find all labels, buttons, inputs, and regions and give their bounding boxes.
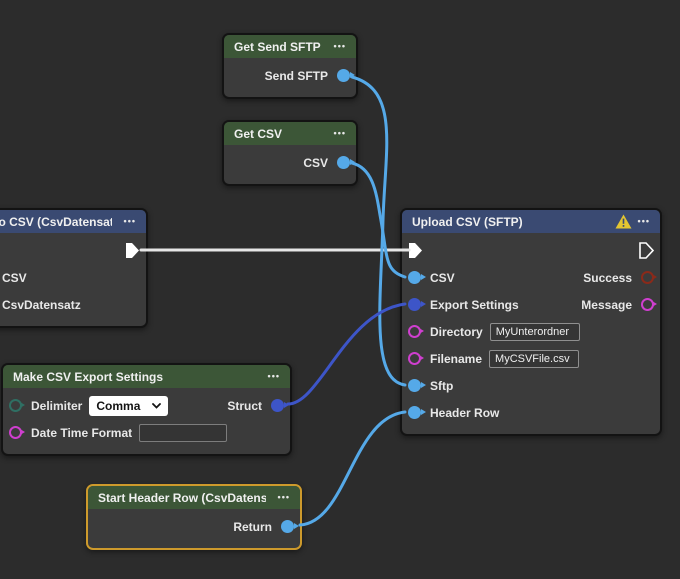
input-port-csv[interactable] xyxy=(408,271,426,284)
node-title: Make CSV Export Settings xyxy=(13,369,164,384)
node-header[interactable]: Make CSV Export Settings ••• xyxy=(3,365,290,388)
port-label: Struct xyxy=(227,398,262,413)
delimiter-select[interactable]: Comma xyxy=(89,395,169,416)
node-title: To CSV (CsvDatensatz) xyxy=(0,214,112,229)
date-time-format-input[interactable] xyxy=(139,423,228,442)
output-port-return[interactable] xyxy=(281,520,299,533)
menu-dots-icon[interactable]: ••• xyxy=(637,216,650,226)
directory-input[interactable] xyxy=(489,322,580,341)
exec-out-pin[interactable] xyxy=(639,242,654,259)
menu-dots-icon[interactable]: ••• xyxy=(333,41,346,51)
menu-dots-icon[interactable]: ••• xyxy=(123,216,136,226)
port-label: CsvDatensatz xyxy=(2,297,81,312)
port-label: Sftp xyxy=(430,378,454,393)
port-label: Return xyxy=(233,519,272,534)
delimiter-selected-value: Comma xyxy=(96,398,141,413)
node-get-csv[interactable]: Get CSV ••• CSV xyxy=(222,120,358,186)
node-get-send-sftp[interactable]: Get Send SFTP ••• Send SFTP xyxy=(222,33,358,99)
wire-struct-to-exportsettings xyxy=(286,302,407,406)
node-to-csv[interactable]: To CSV (CsvDatensatz) ••• CSV CsvDatensa… xyxy=(0,208,148,328)
input-port-filename[interactable] xyxy=(408,352,424,365)
input-port-sftp[interactable] xyxy=(408,379,426,392)
warning-icon[interactable] xyxy=(615,214,632,229)
node-title: Upload CSV (SFTP) xyxy=(412,214,523,229)
node-make-csv-export-settings[interactable]: Make CSV Export Settings ••• Delimiter C… xyxy=(1,363,292,456)
filename-input[interactable] xyxy=(489,349,580,368)
menu-dots-icon[interactable]: ••• xyxy=(277,492,290,502)
port-label: Delimiter xyxy=(31,398,83,413)
port-label: Export Settings xyxy=(430,297,519,312)
port-label: Date Time Format xyxy=(31,425,133,440)
port-label: Header Row xyxy=(430,405,500,420)
port-label: CSV xyxy=(430,270,455,285)
node-header[interactable]: To CSV (CsvDatensatz) ••• xyxy=(0,210,146,233)
output-port-send-sftp[interactable] xyxy=(337,69,355,82)
exec-out-pin[interactable] xyxy=(125,242,140,259)
input-port-date-time-format[interactable] xyxy=(9,426,25,439)
port-label: Success xyxy=(583,270,632,285)
node-title: Start Header Row (CsvDatensatz) xyxy=(98,490,266,505)
input-port-export-settings[interactable] xyxy=(408,298,426,311)
node-title: Get CSV xyxy=(234,126,283,141)
chevron-down-icon xyxy=(152,402,162,409)
wire-return-to-headerrow xyxy=(298,410,407,527)
port-label: Send SFTP xyxy=(264,68,328,83)
port-label: CSV xyxy=(303,155,328,170)
node-upload-csv-sftp[interactable]: Upload CSV (SFTP) ••• xyxy=(400,208,662,436)
output-port-struct[interactable] xyxy=(271,399,289,412)
menu-dots-icon[interactable]: ••• xyxy=(333,128,346,138)
input-port-directory[interactable] xyxy=(408,325,424,338)
output-port-success[interactable] xyxy=(641,271,657,284)
node-title: Get Send SFTP xyxy=(234,39,321,54)
menu-dots-icon[interactable]: ••• xyxy=(267,371,280,381)
wire-getcsv-to-csv xyxy=(350,161,407,279)
node-start-header-row[interactable]: Start Header Row (CsvDatensatz) ••• Retu… xyxy=(86,484,302,550)
exec-in-pin[interactable] xyxy=(408,242,423,259)
node-header[interactable]: Start Header Row (CsvDatensatz) ••• xyxy=(88,486,300,509)
input-port-delimiter[interactable] xyxy=(9,399,25,412)
port-label: CSV xyxy=(2,270,27,285)
node-header[interactable]: Get Send SFTP ••• xyxy=(224,35,356,58)
output-port-message[interactable] xyxy=(641,298,657,311)
port-label: Message xyxy=(581,297,632,312)
port-label: Directory xyxy=(430,324,483,339)
node-header[interactable]: Upload CSV (SFTP) ••• xyxy=(402,210,660,233)
input-port-header-row[interactable] xyxy=(408,406,426,419)
output-port-csv[interactable] xyxy=(337,156,355,169)
port-label: Filename xyxy=(430,351,483,366)
node-header[interactable]: Get CSV ••• xyxy=(224,122,356,145)
wire-sendsftp-to-sftp xyxy=(350,75,407,387)
